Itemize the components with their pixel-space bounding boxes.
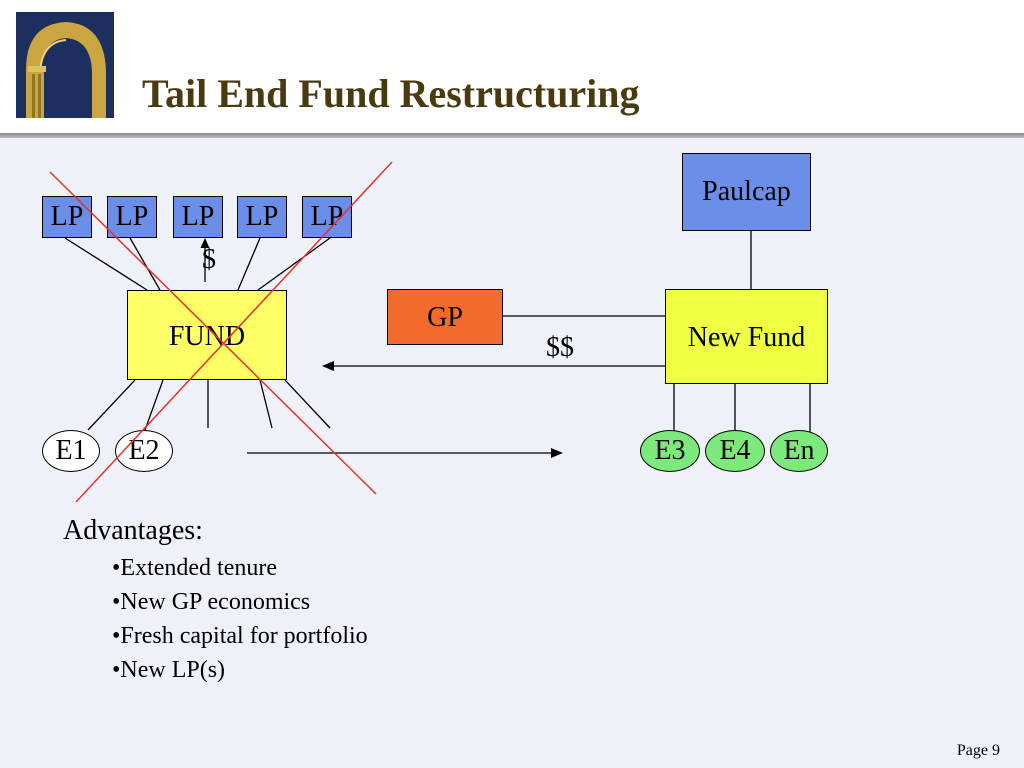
double-dollar-label: $$ [546, 332, 574, 363]
asset-en: En [770, 430, 828, 472]
connector-lp5-fund [257, 237, 331, 291]
advantage-item: •New LP(s) [112, 657, 226, 683]
connector-fund-right2 [284, 379, 331, 429]
advantages-list: •Extended tenure •New GP economics •Fres… [112, 556, 368, 692]
lp-box-1: LP [42, 196, 92, 238]
lp-box-5: LP [302, 196, 352, 238]
advantages-heading: Advantages: [63, 515, 203, 546]
arrowhead-assets-transfer [551, 448, 563, 458]
advantage-item: •Fresh capital for portfolio [112, 623, 368, 649]
asset-e3: E3 [640, 430, 700, 472]
lp-box-3: LP [173, 196, 223, 238]
page-title: Tail End Fund Restructuring [142, 71, 640, 116]
paulcap-box: Paulcap [682, 153, 811, 231]
arch-logo [16, 12, 114, 118]
new-fund-box: New Fund [665, 289, 828, 384]
fund-box: FUND [127, 290, 287, 380]
lp-box-4: LP [237, 196, 287, 238]
lp-box-2: LP [107, 196, 157, 238]
page-number: Page 9 [956, 742, 1000, 759]
asset-e2: E2 [115, 430, 173, 472]
connector-fund-e2 [144, 379, 164, 431]
asset-e4: E4 [705, 430, 765, 472]
dollar-label: $ [202, 244, 216, 275]
advantage-item: •Extended tenure [112, 555, 277, 581]
connector-fund-right1 [259, 379, 273, 429]
asset-e1: E1 [42, 430, 100, 472]
connector-fund-e1 [87, 379, 136, 431]
title-divider [0, 133, 1024, 138]
arrowhead-to-fund [322, 361, 334, 371]
connector-lp4-fund [237, 237, 261, 291]
header: Tail End Fund Restructuring [0, 0, 1024, 134]
gp-box: GP [387, 289, 503, 345]
advantage-item: •New GP economics [112, 589, 311, 615]
